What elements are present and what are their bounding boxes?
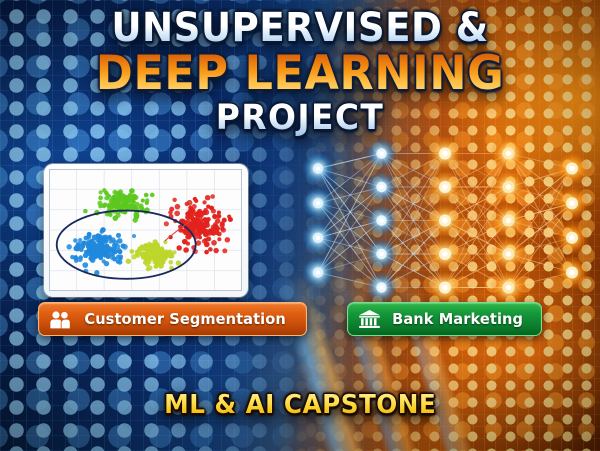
title-line-unsupervised: UNSUPERVISED & [21, 8, 579, 48]
scatter-plot-svg [49, 169, 242, 291]
neural-network-graphic [300, 134, 591, 307]
badge-bank-marketing[interactable]: Bank Marketing [347, 302, 543, 336]
people-icon [49, 310, 71, 329]
footer-text: ML & AI CAPSTONE [163, 390, 437, 420]
badge-bank-marketing-label: Bank Marketing [392, 310, 524, 328]
poster-footer: ML & AI CAPSTONE [0, 390, 600, 420]
cluster-scatter-plot [49, 169, 242, 291]
badge-customer-segmentation-label: Customer Segmentation [84, 310, 286, 328]
badge-customer-segmentation[interactable]: Customer Segmentation [38, 302, 308, 336]
title-line-project: PROJECT [18, 101, 582, 136]
neural-network-svg [301, 134, 591, 307]
cluster-scatter-plot-card [44, 164, 248, 297]
bank-icon [358, 309, 381, 329]
poster-title-block: UNSUPERVISED & DEEP LEARNING PROJECT [0, 8, 600, 136]
title-line-deep-learning: DEEP LEARNING [15, 50, 585, 97]
